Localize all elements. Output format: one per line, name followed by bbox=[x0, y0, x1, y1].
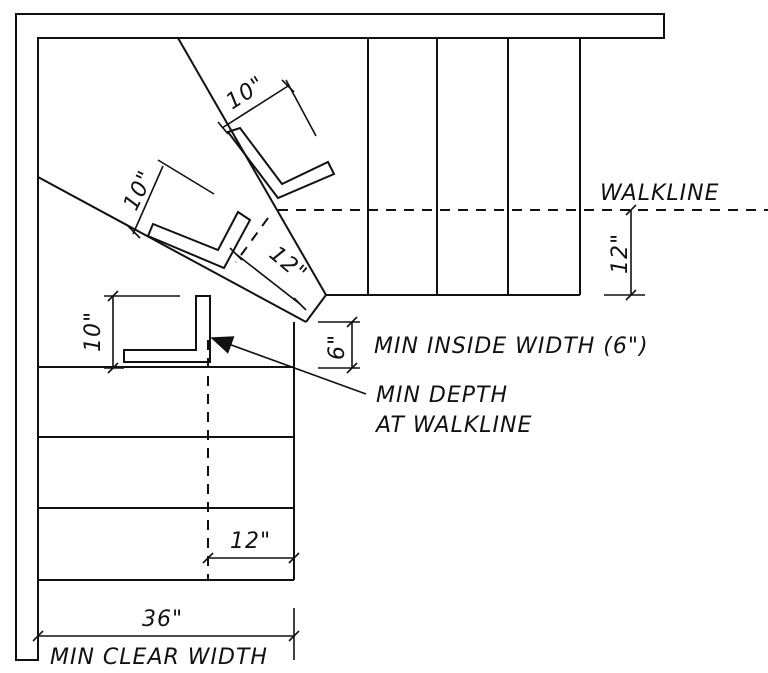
dim-winder-mid-text: 10" bbox=[119, 167, 159, 215]
upper-flight bbox=[326, 38, 581, 296]
dim-winder-walk-text: 12" bbox=[264, 241, 312, 287]
dim-walkline-offset: 12" bbox=[604, 204, 645, 301]
winder-treads bbox=[37, 37, 327, 580]
min-depth-line2: AT WALKLINE bbox=[374, 413, 532, 438]
winder-upper-tread-symbol bbox=[226, 126, 336, 200]
min-clear-width-label: MIN CLEAR WIDTH bbox=[50, 645, 268, 670]
dim-lower-walkline: 12" bbox=[202, 529, 300, 564]
dim-inside-width-text: 6" bbox=[325, 334, 350, 360]
dim-winder-upper-text: 10" bbox=[222, 72, 270, 115]
dim-winder-mid-depth: 10" bbox=[119, 159, 215, 239]
dim-lower-depth: 10" bbox=[81, 290, 180, 374]
min-depth-leader bbox=[210, 336, 367, 395]
outer-wall bbox=[15, 13, 665, 661]
min-depth-line1: MIN DEPTH bbox=[376, 383, 508, 408]
lower-tread-symbol bbox=[123, 295, 211, 363]
dim-clear-width-text: 36" bbox=[142, 607, 183, 632]
winder-mid-tread-symbol bbox=[146, 210, 252, 270]
lower-flight bbox=[38, 366, 294, 581]
walkline-winder bbox=[235, 217, 269, 263]
walkline-label: WALKLINE bbox=[600, 181, 720, 206]
min-inside-width-label: MIN INSIDE WIDTH (6") bbox=[374, 334, 649, 359]
dim-clear-width: 36" bbox=[32, 607, 300, 660]
dim-lower-walkline-text: 12" bbox=[230, 529, 271, 554]
dim-inside-width: 6" bbox=[318, 316, 360, 374]
dim-walkline-offset-text: 12" bbox=[608, 233, 633, 274]
dim-winder-upper-depth: 10" bbox=[217, 72, 317, 137]
dim-lower-depth-text: 10" bbox=[81, 311, 106, 352]
